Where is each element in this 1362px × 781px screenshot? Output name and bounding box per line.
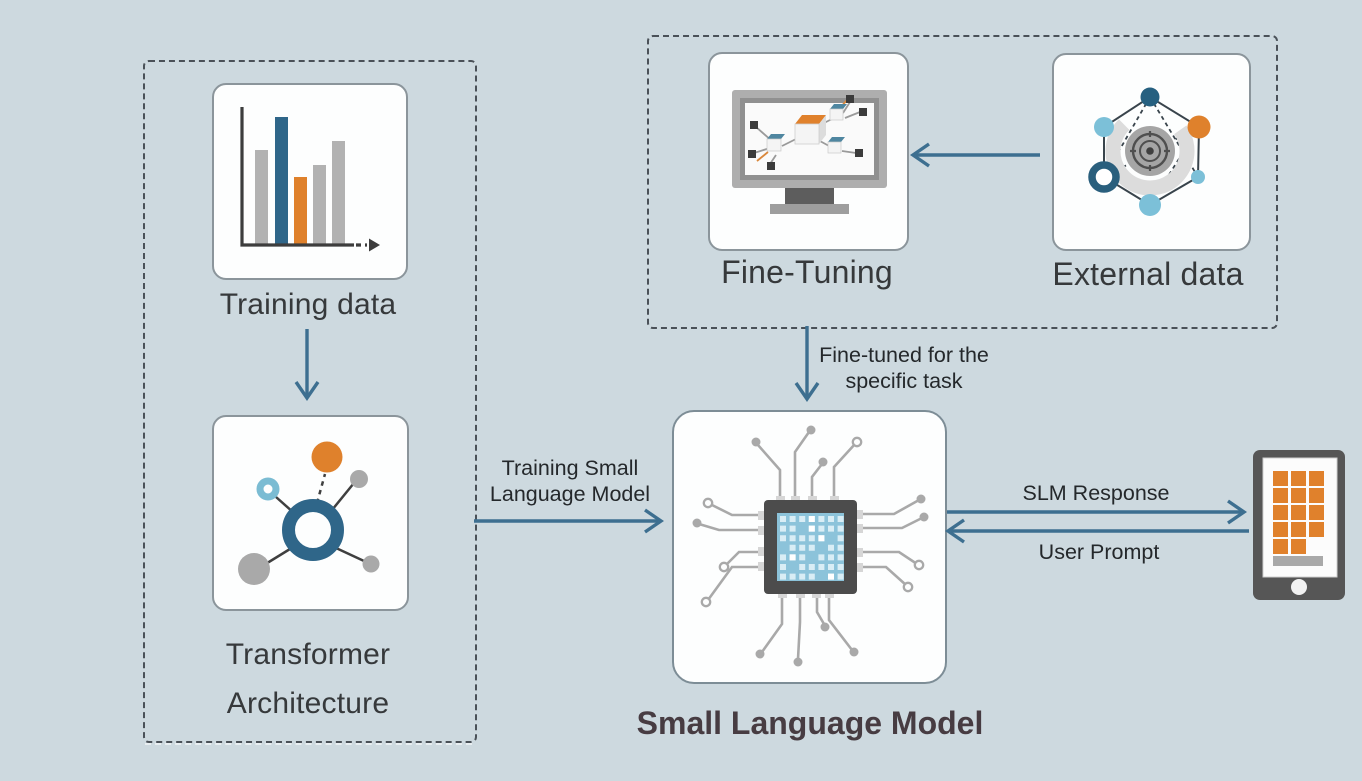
- bar-chart-icon: [240, 107, 380, 252]
- training-data-card: [212, 83, 408, 280]
- arrow-finetuning-to-slm: [794, 326, 820, 403]
- fine-tuning-label: Fine-Tuning: [721, 254, 893, 290]
- transformer-card: [212, 415, 409, 611]
- external-data-card: [1052, 53, 1251, 251]
- chip-icon: [692, 425, 929, 667]
- hexagon-network-icon: [1088, 87, 1211, 216]
- smartphone-icon: [1253, 450, 1345, 600]
- transformer-label: Transformer Architecture: [226, 630, 390, 728]
- slm-title: Small Language Model: [636, 705, 984, 741]
- monitor-network-icon: [732, 90, 887, 214]
- edge-label-slm-response: SLM Response: [1022, 481, 1170, 505]
- slm-card: [672, 410, 947, 684]
- edge-label-finetuned-line2: specific task: [845, 369, 963, 393]
- edge-label-training-slm-line1: Training Small: [501, 456, 639, 480]
- edge-label-finetuned: Fine-tuned for the specific task: [819, 342, 989, 394]
- external-data-label: External data: [1052, 256, 1244, 292]
- edge-label-training-slm: Training Small Language Model: [490, 455, 650, 507]
- user-device: [1253, 450, 1345, 600]
- dashed-box-highlight: [145, 743, 472, 745]
- finetuning-group-box: [647, 35, 1278, 329]
- edge-label-user-prompt: User Prompt: [1038, 540, 1160, 564]
- transformer-label-line2: Architecture: [226, 687, 390, 720]
- transformer-label-line1: Transformer: [225, 638, 391, 671]
- network-graph-icon: [238, 441, 380, 585]
- arrow-transformer-to-slm: [474, 508, 665, 534]
- edge-label-training-slm-line2: Language Model: [489, 482, 651, 506]
- pretraining-group-box: [143, 60, 477, 743]
- training-data-label: Training data: [219, 288, 397, 321]
- fine-tuning-card: [708, 52, 909, 251]
- edge-label-finetuned-line1: Fine-tuned for the: [819, 343, 989, 367]
